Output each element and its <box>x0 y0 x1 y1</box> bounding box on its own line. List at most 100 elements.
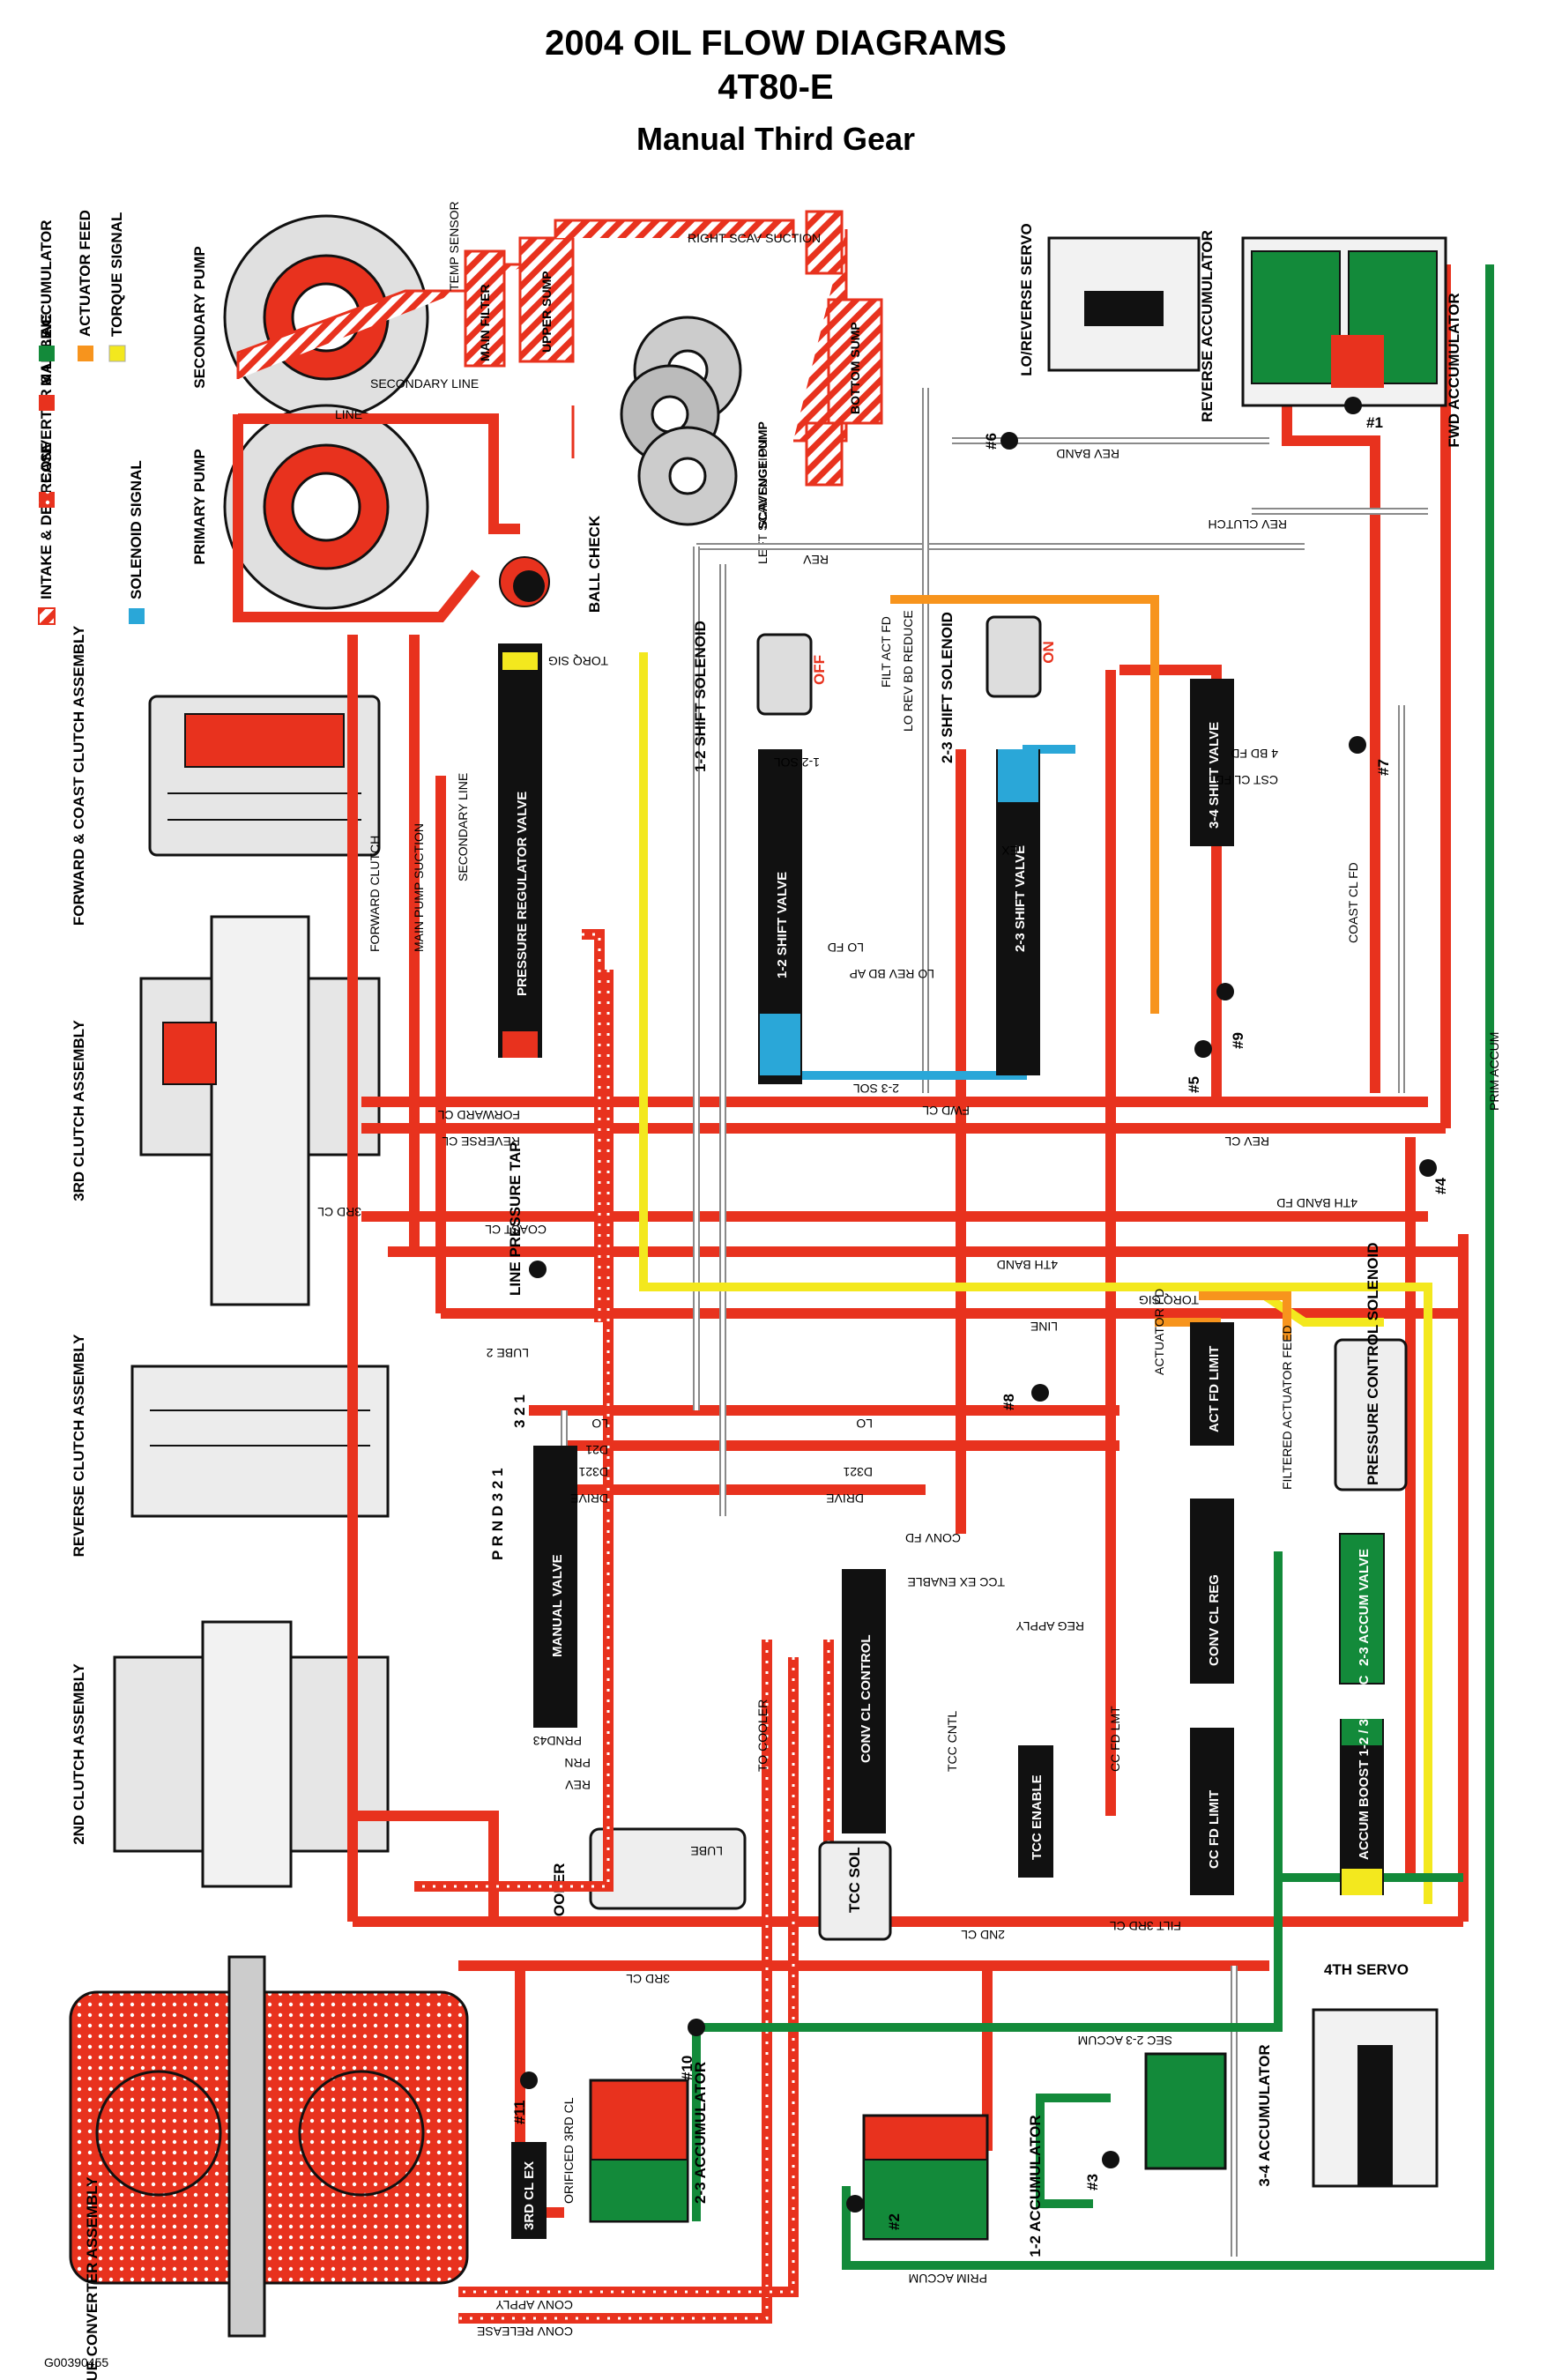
shift-solenoid-12 <box>756 633 813 716</box>
legend-swatch-accumulator <box>39 346 55 361</box>
shift-valve-23-label: 2-3 SHIFT VALVE <box>1013 845 1028 952</box>
label-4-bd-fd: 4 BD FD <box>1231 747 1278 761</box>
third-cl-ex-valve <box>511 2142 547 2239</box>
third-cl-ex-label: 3RD CL EX <box>522 2161 537 2230</box>
check-ball-6 <box>1000 432 1018 450</box>
svg-text:#4: #4 <box>1432 1178 1449 1194</box>
manual-valve-label: MANUAL VALVE <box>550 1554 565 1657</box>
secondary-line-label: SECONDARY LINE <box>370 376 479 390</box>
check-ball-7 <box>1349 736 1366 754</box>
label-secondary-line: SECONDARY LINE <box>456 773 470 881</box>
legend-swatch-solenoid <box>129 608 145 624</box>
tcc-enable-label: TCC ENABLE <box>1030 1774 1045 1860</box>
torque-converter-drawing <box>69 1990 469 2285</box>
accumulator-23-label: 2-3 ACCUMULATOR <box>692 2062 709 2204</box>
label-lo-fd: LO FD <box>828 941 864 955</box>
label-fwd-cl: FWD CL <box>922 1104 970 1118</box>
manual-valve <box>533 1446 577 1728</box>
label-sol-12: 1-2 SOL <box>774 755 820 770</box>
label-lube: LUBE <box>690 1844 723 1858</box>
passage-labels: FORWARD CL REVERSE CL FWD CL REV CL 3RD … <box>317 447 1501 2339</box>
reverse-clutch-label: REVERSE CLUTCH ASSEMBLY <box>71 1334 87 1557</box>
pump-area: SECONDARY PUMP PRIMARY PUMP MAIN FILTER … <box>191 201 883 622</box>
check-ball-3 <box>1102 2151 1119 2168</box>
svg-text:#9: #9 <box>1230 1032 1246 1049</box>
right-scav-label: RIGHT SCAV SUCTION <box>688 231 821 245</box>
cooler-label: COOLER <box>551 1863 568 1928</box>
label-second-cl: 2ND CL <box>961 1928 1005 1942</box>
lube-path <box>414 970 614 1892</box>
accum-boost-label: ACCUM BOOST 1-2 / 3-4 ACC <box>1357 1675 1372 1860</box>
label-main-pump-suction: MAIN PUMP SUCTION <box>412 823 426 952</box>
legend-swatch-torque <box>108 345 126 362</box>
svg-text:#1: #1 <box>1366 414 1383 431</box>
svg-text:LO: LO <box>856 1417 873 1431</box>
svg-text:TORQ SIG: TORQ SIG <box>548 654 608 668</box>
label-filt-act-fd: FILT ACT FD <box>879 616 893 688</box>
solenoids: 1-2 SHIFT SOLENOID OFF 2-3 SHIFT SOLENOI… <box>692 612 1408 1941</box>
legend-label-solenoid: SOLENOID SIGNAL <box>128 460 145 599</box>
accumulator-12-label: 1-2 ACCUMULATOR <box>1027 2115 1044 2257</box>
primary-pump-label: PRIMARY PUMP <box>191 449 208 564</box>
sol-23-line <box>771 758 1027 1080</box>
label-fourth-band: 4TH BAND <box>997 1258 1058 1272</box>
label-line: LINE <box>1030 1320 1058 1334</box>
label-ex: EX <box>1001 844 1018 858</box>
label-filt-3rd-cl: FILT 3RD CL <box>1110 1919 1181 1933</box>
legend-label-intake: INTAKE & DECREASE <box>38 443 55 599</box>
title-line-2: 4T80-E <box>718 68 833 107</box>
conv-cl-control-label: CONV CL CONTROL <box>859 1634 874 1763</box>
check-ball-11 <box>520 2071 538 2089</box>
label-conv-fd: CONV FD <box>905 1531 961 1545</box>
accum-boost-valve <box>1340 1719 1384 1895</box>
reverse-accumulator-label: REVERSE ACCUMULATOR <box>1199 230 1216 422</box>
fwd-accumulator-label: FWD ACCUMULATOR <box>1446 293 1462 447</box>
label-cc-fd-lmt: CC FD LMT <box>1108 1706 1122 1772</box>
act-fd-limit-valve <box>1190 1322 1234 1446</box>
legend-swatch-mainline <box>39 395 55 411</box>
reverse-clutch-drawing <box>130 1365 390 1518</box>
label-sec-23-accum: SEC 2-3 ACCUM <box>1078 2034 1172 2048</box>
lo-reverse-servo-label: LO/REVERSE SERVO <box>1018 223 1035 376</box>
legend-right-column: SOLENOID SIGNAL ACCUMULATOR ACTUATOR FEE… <box>38 210 145 624</box>
accumulator-paths <box>692 264 1494 2270</box>
cc-fd-limit-label: CC FD LIMIT <box>1207 1790 1222 1869</box>
label-lo-rev-bd-reduce: LO REV BD REDUCE <box>901 610 915 732</box>
conv-cl-reg-valve <box>1190 1499 1234 1684</box>
shift-solenoid-12-state: OFF <box>811 655 828 685</box>
label-rev-clutch: REV CLUTCH <box>1209 517 1287 532</box>
line-pressure-tap-label: LINE PRESSURE TAP <box>507 1142 524 1296</box>
upper-sump-label: UPPER SUMP <box>539 271 554 353</box>
figure-id: G00390455 <box>44 2355 108 2369</box>
svg-text:REV: REV <box>565 1778 591 1792</box>
temp-sensor-label: TEMP SENSOR <box>447 201 461 291</box>
filter-top <box>805 210 844 275</box>
third-clutch-label: 3RD CLUTCH ASSEMBLY <box>71 1020 87 1201</box>
title-line-1: 2004 OIL FLOW DIAGRAMS <box>545 24 1007 63</box>
line-pressure-tap-icon <box>529 1261 547 1278</box>
filtered-actuator-feed-label: FILTERED ACTUATOR FEED <box>1280 1325 1294 1490</box>
label-fourth-band-fd: 4TH BAND FD <box>1276 1196 1357 1210</box>
check-ball-2 <box>846 2195 864 2213</box>
legend-swatch-converter <box>39 492 55 508</box>
label-rev: REV <box>803 553 829 567</box>
pump-line-path <box>233 414 480 622</box>
check-ball-1 <box>1344 397 1362 414</box>
shift-solenoid-23 <box>985 615 1042 698</box>
label-torq-sig: TORQ SIG <box>1139 1293 1199 1307</box>
main-filter <box>464 249 506 368</box>
filter-bottom <box>805 421 844 487</box>
label-lube2: LUBE 2 <box>487 1346 529 1360</box>
converter-lube-paths <box>414 929 834 2324</box>
fourth-servo-label: 4TH SERVO <box>1324 1961 1409 1978</box>
svg-text:PRIM ACCUM: PRIM ACCUM <box>1487 1032 1501 1111</box>
act-fd-limit-label: ACT FD LIMIT <box>1207 1346 1222 1432</box>
shift-solenoid-23-label: 2-3 SHIFT SOLENOID <box>939 612 956 763</box>
label-forward-cl: FORWARD CL <box>437 1108 520 1122</box>
legend: INTAKE & DECREASE CONVERTER & LUBE MAINL… <box>38 210 145 625</box>
legend-label-torque: TORQUE SIGNAL <box>108 212 125 337</box>
forward-coast-label: FORWARD & COAST CLUTCH ASSEMBLY <box>71 625 87 926</box>
left-scav-label: LEFT SCAV SUCTION <box>755 439 770 564</box>
svg-text:#6: #6 <box>983 433 1000 450</box>
second-clutch-label: 2ND CLUTCH ASSEMBLY <box>71 1663 87 1845</box>
